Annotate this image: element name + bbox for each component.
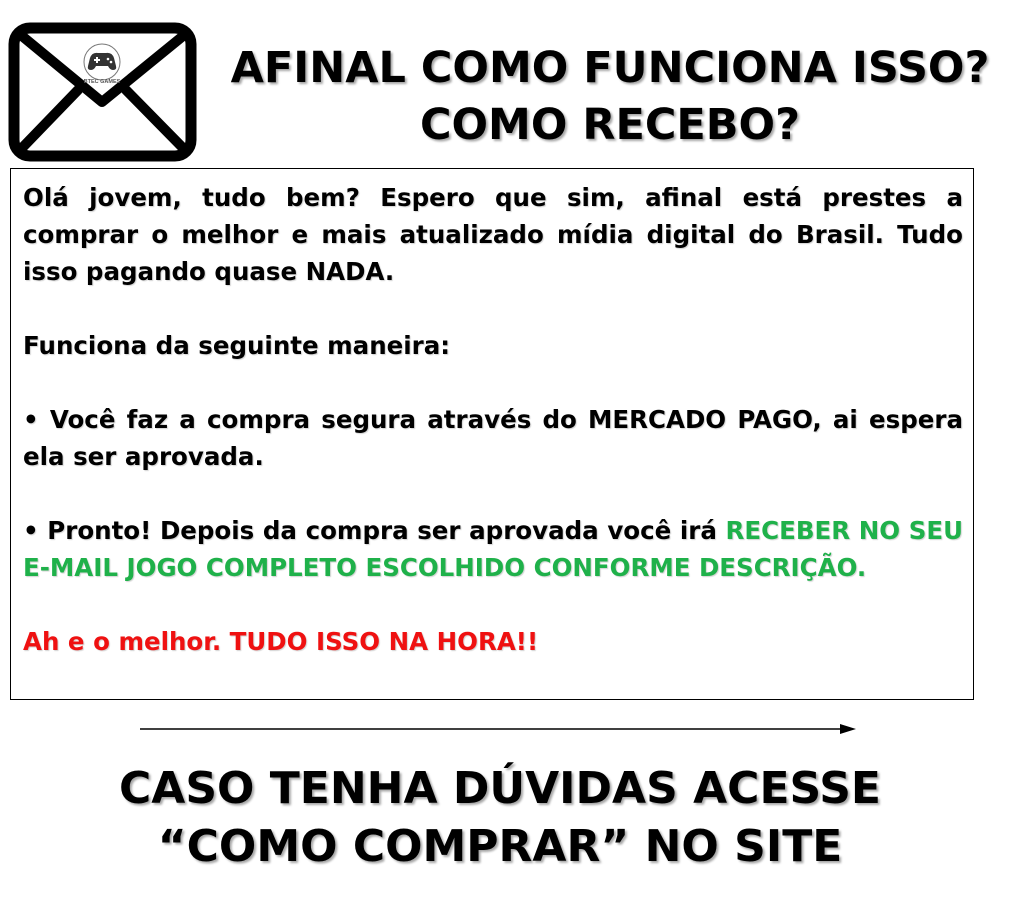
brand-text: BTEC GAMES (84, 79, 121, 85)
closing-note: Ah e o melhor. TUDO ISSO NA HORA!! (23, 627, 539, 656)
bullet-item-2: • Pronto! Depois da compra ser aprovada … (23, 512, 963, 586)
subheading: Funciona da seguinte maneira: (23, 331, 451, 360)
envelope-logo: BTEC GAMES (8, 22, 197, 162)
footer-title-line-2: “COMO COMPRAR” NO SITE (157, 821, 843, 872)
page-title: AFINAL COMO FUNCIONA ISSO? COMO RECEBO? (210, 40, 1010, 154)
info-box: Olá jovem, tudo bem? Espero que sim, afi… (10, 168, 974, 700)
bullet-item-1: • Você faz a compra segura através do ME… (23, 405, 963, 471)
footer-title: CASO TENHA DÚVIDAS ACESSE “COMO COMPRAR”… (60, 760, 940, 876)
bullet-2-text: • Pronto! Depois da compra ser aprovada … (23, 516, 726, 545)
footer-title-line-1: CASO TENHA DÚVIDAS ACESSE (119, 763, 881, 814)
page-title-line-1: AFINAL COMO FUNCIONA ISSO? (230, 43, 990, 93)
page-title-line-2: COMO RECEBO? (419, 100, 801, 150)
envelope-icon: BTEC GAMES (8, 22, 197, 162)
bullet-2-highlight: RECEBER NO SEU E-MAIL JOGO COMPLETO ESCO… (23, 516, 963, 582)
arrow-right-icon (140, 724, 856, 734)
intro-paragraph: Olá jovem, tudo bem? Espero que sim, afi… (23, 183, 963, 286)
gamepad-logo-icon (83, 43, 121, 81)
